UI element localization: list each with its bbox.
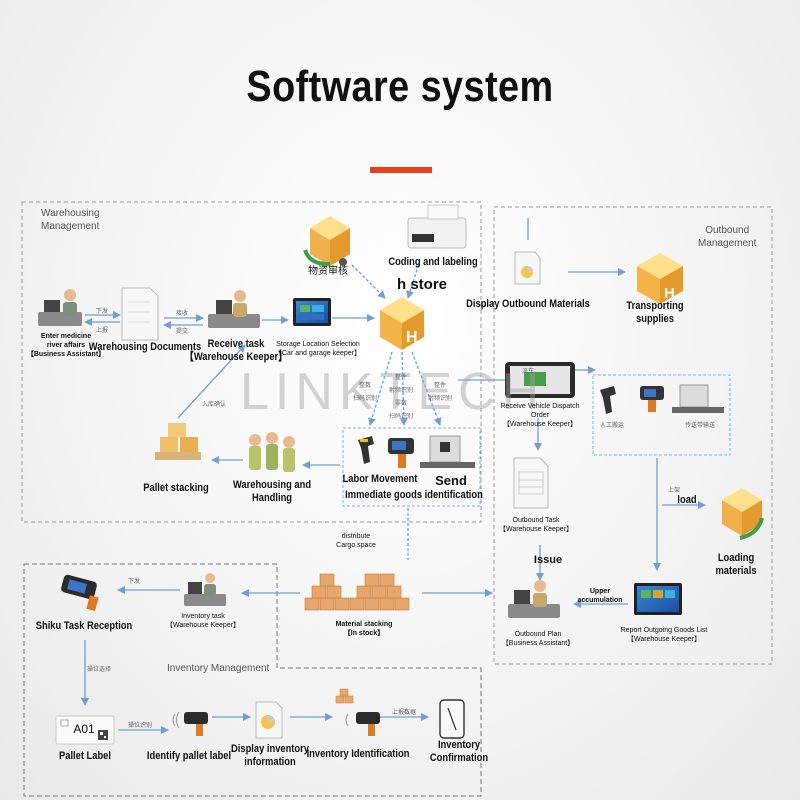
outbound-plan-desk-icon <box>508 580 560 618</box>
conveyor-belt-icon <box>672 384 724 413</box>
warehousing-document-icon <box>121 287 159 341</box>
receive-task-label: Receive task 【Warehouse Keeper】 <box>184 338 288 363</box>
region-outbound-border <box>493 206 773 665</box>
edge-upper-rack: 上架 <box>667 488 681 494</box>
edge-receive-in: 接收 <box>175 311 189 317</box>
identify-pallet-label: Identify pallet label <box>146 750 232 762</box>
identification-highlight-box <box>342 427 481 507</box>
watermark: LINKTECH <box>240 363 546 421</box>
label-printer-icon <box>407 204 467 249</box>
warehousing-handling-label: Warehousing and Handling <box>232 479 312 504</box>
pallet-code-label: A01 <box>73 722 95 736</box>
region-outbound-title: Outbound Management <box>698 225 757 249</box>
inventory-info-document-icon <box>255 701 283 739</box>
barcode-scanner-icon <box>358 436 374 464</box>
warehouse-store-box-icon: H <box>380 297 424 350</box>
enter-medicine-label: Enter medicine river affairs 【Business A… <box>26 333 106 358</box>
edge-dispatch: 派车 <box>521 369 535 375</box>
title-accent-bar <box>370 167 432 173</box>
outbound-task-document-icon <box>513 457 549 509</box>
pallet-stack-icon <box>155 423 201 460</box>
vehicle-dispatch-label: Receive Vehicle Dispatch Order 【Warehous… <box>500 403 580 428</box>
report-outgoing-monitor-icon <box>634 583 682 615</box>
pallet-label-label: Pallet Label <box>59 750 111 762</box>
inventory-identification-label: Inventory Identification <box>306 748 410 760</box>
labor-movement-label: Labor Movement <box>342 473 418 485</box>
conveyor-scanner-icon <box>420 435 475 468</box>
distribute-label: distribute Cargo space <box>336 533 376 549</box>
storage-location-monitor-icon <box>293 298 331 326</box>
report-outgoing-label: Report Outgoing Goods List 【Warehouse Ke… <box>620 627 708 643</box>
pallet-stacking-label: Pallet stacking <box>143 482 209 494</box>
manual-scanner-icon <box>600 386 616 414</box>
edge-report-up: 上报 <box>95 328 109 334</box>
page-title: Software system <box>246 62 554 111</box>
display-outbound-label: Display Outbound Materials <box>466 298 590 310</box>
region-inventory-border <box>23 563 482 797</box>
upper-accumulation-label: Upper accumulation <box>577 588 623 604</box>
material-review-label: 物资审核 <box>308 266 348 277</box>
edge-scan-b: 整件 射频识别 零数 扫码识别 <box>388 375 414 420</box>
load-label: load <box>677 494 697 506</box>
warehouse-workers-icon <box>249 432 295 472</box>
transport-box-icon: H <box>637 253 683 304</box>
outbound-document-icon <box>514 251 541 285</box>
edge-upload-data: 上报数据 <box>391 710 417 716</box>
inventory-scanner-icon <box>335 688 380 736</box>
business-assistant-desk-icon <box>38 289 82 326</box>
region-inventory-title: Inventory Management <box>167 663 270 674</box>
svg-text:H: H <box>406 329 418 346</box>
dispatch-tablet-icon <box>505 362 575 398</box>
svg-text:H: H <box>664 285 675 302</box>
confirmation-phone-icon <box>439 699 465 739</box>
inventory-task-desk-icon <box>184 573 226 606</box>
handheld-terminal-icon <box>640 386 664 412</box>
rfid-handheld-icon <box>388 438 414 468</box>
qr-code-icon <box>98 730 108 740</box>
material-stacking-label: Material stacking 【In stock】 <box>335 621 393 637</box>
transporting-supplies-label: Transporting supplies <box>626 300 684 325</box>
display-inventory-label: Display inventory information <box>231 743 309 768</box>
issue-label: Issue <box>533 554 563 566</box>
region-warehousing-border <box>21 201 482 523</box>
conveyor-line-label: 传送带输送 <box>684 423 716 429</box>
coding-labeling-label: Coding and labeling <box>388 256 478 268</box>
edge-inbound-confirm: 入库确认 <box>201 402 227 408</box>
edge-scan-c: 整件 射频识别 <box>427 383 453 402</box>
edge-scan-identify: 操位识别 <box>127 723 153 729</box>
warehouse-keeper-desk-icon <box>208 290 260 328</box>
rfid-scanner-icon <box>172 711 208 736</box>
material-stacking-icon <box>304 573 410 611</box>
shiku-reception-label: Shiku Task Reception <box>35 620 133 632</box>
warehousing-documents-label: Warehousing Documents <box>88 341 202 353</box>
edge-scan-a: 整数 扫码识别 <box>352 383 378 402</box>
outbound-task-label: Outbound Task 【Warehouse Keeper】 <box>498 517 574 533</box>
edge-submit: 提交 <box>175 329 189 335</box>
loading-materials-label: Loading materials <box>715 552 757 577</box>
loading-box-icon <box>722 488 764 540</box>
region-warehousing-title: Warehousing Management <box>41 208 100 232</box>
edge-issue-down: 下发 <box>95 309 109 315</box>
shiku-handheld-icon <box>61 574 99 612</box>
outbound-methods-highlight-box <box>592 374 731 456</box>
outbound-plan-label: Outbound Plan 【Business Assistant】 <box>501 631 575 647</box>
edge-select-location: 操位选择 <box>86 667 112 673</box>
manual-handling-label: 人工搬运 <box>599 423 625 429</box>
inventory-task-label: Inventory task 【Warehouse Keeper】 <box>165 613 241 629</box>
inventory-confirmation-label: Inventory Confirmation <box>429 739 489 764</box>
send-label: Send <box>435 473 467 488</box>
edge-inventory-issue: 下发 <box>127 579 141 585</box>
material-review-box-icon <box>303 216 350 267</box>
storage-location-label: Storage Location Selection 【Car and gara… <box>275 341 361 357</box>
h-store-label: h store <box>396 276 448 293</box>
immediate-goods-label: Immediate goods identification <box>345 489 483 501</box>
